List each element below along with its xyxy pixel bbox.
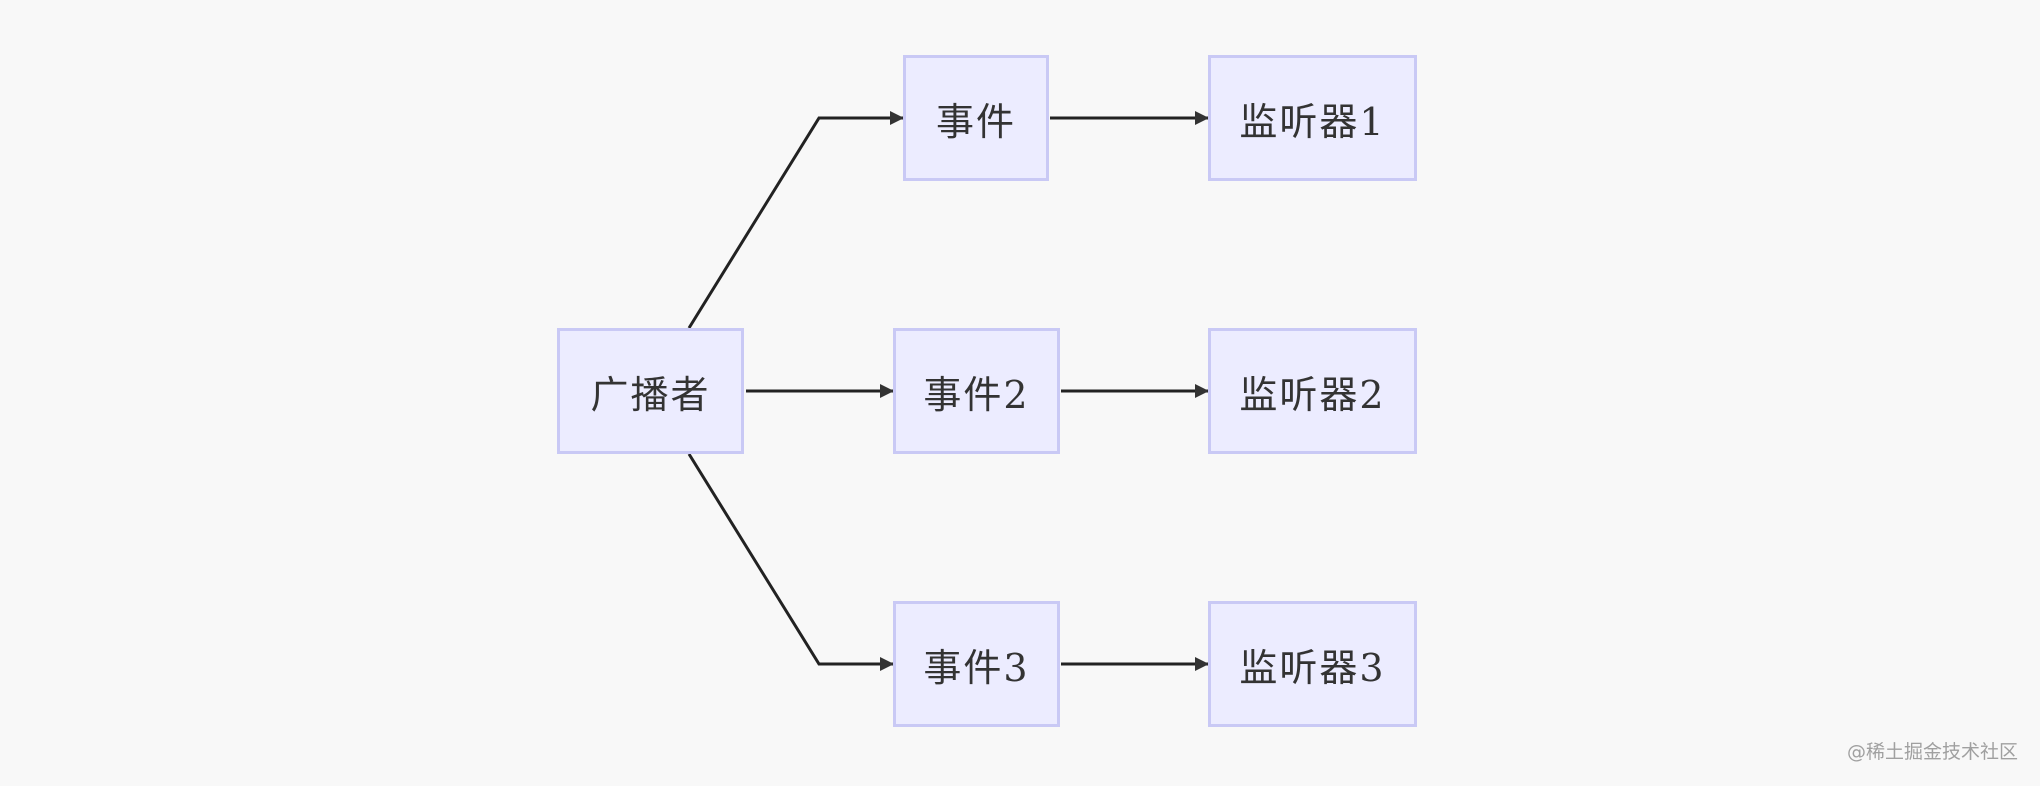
edge-broadcaster-to-event3 [687, 453, 894, 671]
node-listener1: 监听器1 [1208, 55, 1417, 181]
node-event1: 事件 [903, 55, 1049, 181]
node-broadcaster: 广播者 [557, 328, 744, 454]
node-label: 事件3 [923, 645, 1030, 690]
node-label: 广播者 [590, 372, 711, 417]
node-label: 事件2 [923, 372, 1030, 417]
node-label: 事件 [935, 99, 1016, 144]
watermark-text: @稀土掘金技术社区 [1846, 741, 2018, 763]
node-label: 监听器3 [1239, 645, 1386, 690]
node-label: 监听器2 [1239, 372, 1386, 417]
node-label: 监听器1 [1239, 99, 1386, 144]
edge-broadcaster-to-event1 [687, 111, 904, 329]
node-event3: 事件3 [893, 601, 1060, 727]
node-event2: 事件2 [893, 328, 1060, 454]
node-listener3: 监听器3 [1208, 601, 1417, 727]
node-listener2: 监听器2 [1208, 328, 1417, 454]
